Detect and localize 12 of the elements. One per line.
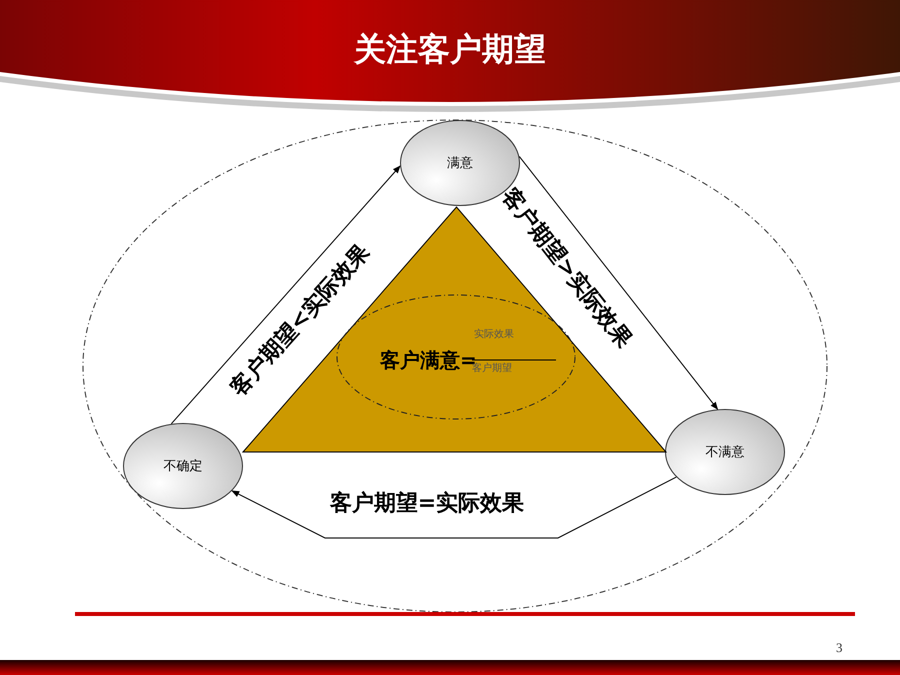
edge-label: 客户期望<实际效果 [225, 238, 376, 402]
arrow [170, 165, 401, 424]
numerator-text: 实际效果 [474, 328, 514, 341]
edge-label: 客户期望=实际效果 [330, 490, 524, 518]
page-number: 3 [836, 640, 842, 656]
arrow [518, 156, 718, 410]
state-label: 满意 [447, 155, 473, 172]
state-label: 不确定 [164, 458, 202, 475]
state-label: 不满意 [706, 444, 744, 461]
slide-title: 关注客户期望 [352, 30, 547, 68]
denominator-text: 客户期望 [472, 362, 512, 375]
arrow [231, 476, 677, 538]
